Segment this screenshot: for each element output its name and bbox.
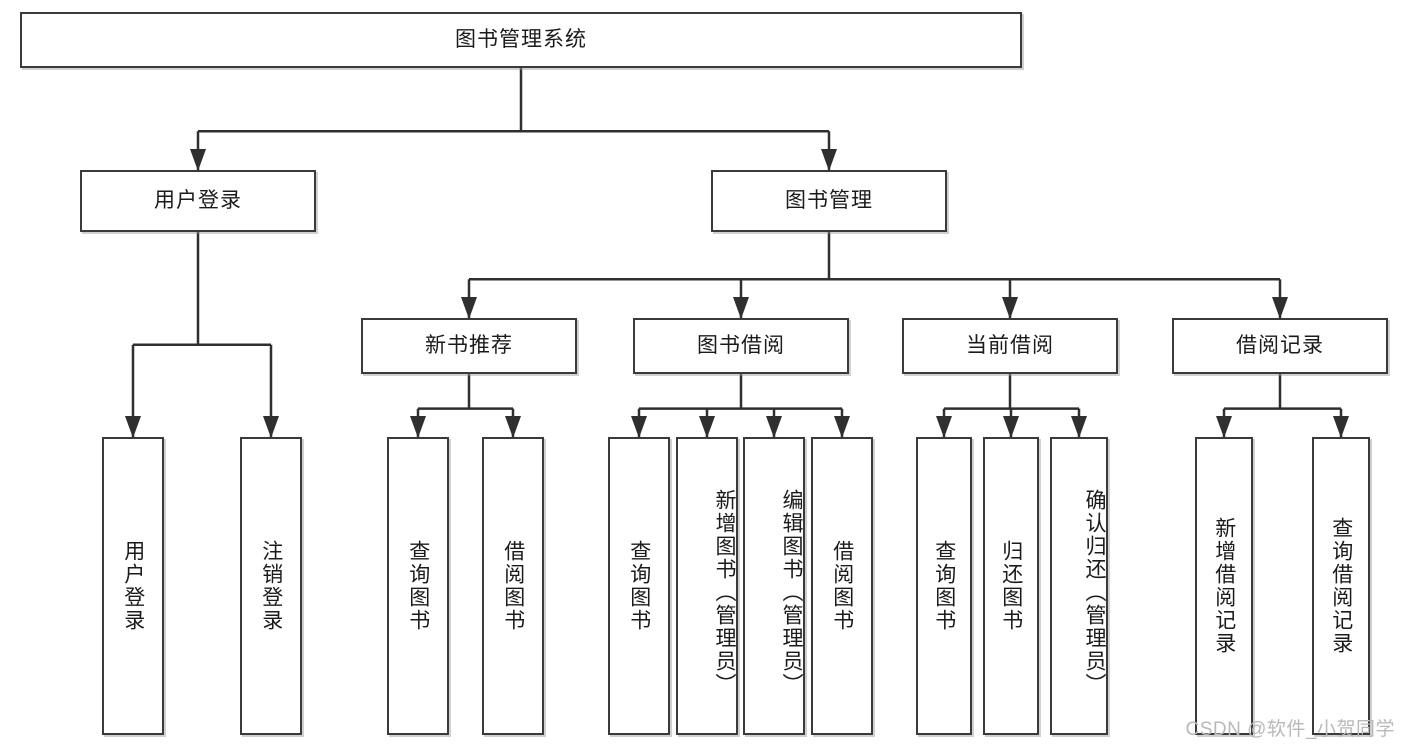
node-book-borrow[interactable]: 图书借阅 — [633, 318, 849, 374]
watermark-text: CSDN @软件_小贺同学 — [1185, 719, 1395, 740]
node-label: 新书推荐 — [425, 334, 513, 358]
node-leaf-user-login[interactable]: 用户登录 — [102, 437, 164, 735]
node-label: 查询图书 — [627, 540, 651, 632]
node-leaf-return-book[interactable]: 归还图书 — [983, 437, 1039, 735]
node-label: 确认归还（管理员） — [1083, 488, 1106, 696]
node-label: 借阅图书 — [501, 540, 525, 632]
node-leaf-query-book-2[interactable]: 查询图书 — [608, 437, 670, 735]
node-new-book-recommend[interactable]: 新书推荐 — [361, 318, 577, 374]
node-leaf-add-record[interactable]: 新增借阅记录 — [1195, 437, 1253, 735]
node-label: 查询图书 — [932, 540, 956, 632]
node-label: 查询图书 — [406, 540, 430, 632]
node-label: 借阅记录 — [1236, 334, 1324, 358]
node-leaf-edit-book[interactable]: 编辑图书（管理员） — [743, 437, 805, 735]
node-label: 新增借阅记录 — [1212, 517, 1236, 655]
node-root[interactable]: 图书管理系统 — [20, 12, 1022, 68]
node-leaf-query-book-3[interactable]: 查询图书 — [916, 437, 972, 735]
node-leaf-query-book-1[interactable]: 查询图书 — [387, 437, 449, 735]
node-current-borrow[interactable]: 当前借阅 — [902, 318, 1118, 374]
node-leaf-confirm-return[interactable]: 确认归还（管理员） — [1050, 437, 1108, 735]
node-leaf-logout[interactable]: 注销登录 — [240, 437, 302, 735]
node-label: 用户登录 — [121, 540, 145, 632]
node-label: 查询借阅记录 — [1329, 517, 1353, 655]
node-label: 图书管理 — [785, 189, 873, 213]
node-borrow-record[interactable]: 借阅记录 — [1172, 318, 1388, 374]
node-leaf-add-book[interactable]: 新增图书（管理员） — [676, 437, 738, 735]
node-label: 编辑图书（管理员） — [780, 488, 803, 696]
node-user-login[interactable]: 用户登录 — [80, 170, 316, 232]
node-label: 图书借阅 — [697, 334, 785, 358]
node-leaf-query-record[interactable]: 查询借阅记录 — [1312, 437, 1370, 735]
node-label: 借阅图书 — [830, 540, 854, 632]
node-label: 当前借阅 — [966, 334, 1054, 358]
node-label: 新增图书（管理员） — [713, 488, 736, 696]
node-leaf-borrow-book-2[interactable]: 借阅图书 — [811, 437, 873, 735]
node-book-manage[interactable]: 图书管理 — [711, 170, 947, 232]
node-leaf-borrow-book-1[interactable]: 借阅图书 — [482, 437, 544, 735]
node-label: 归还图书 — [999, 540, 1023, 632]
node-label: 图书管理系统 — [455, 28, 587, 52]
node-label: 注销登录 — [259, 540, 283, 632]
node-label: 用户登录 — [154, 189, 242, 213]
